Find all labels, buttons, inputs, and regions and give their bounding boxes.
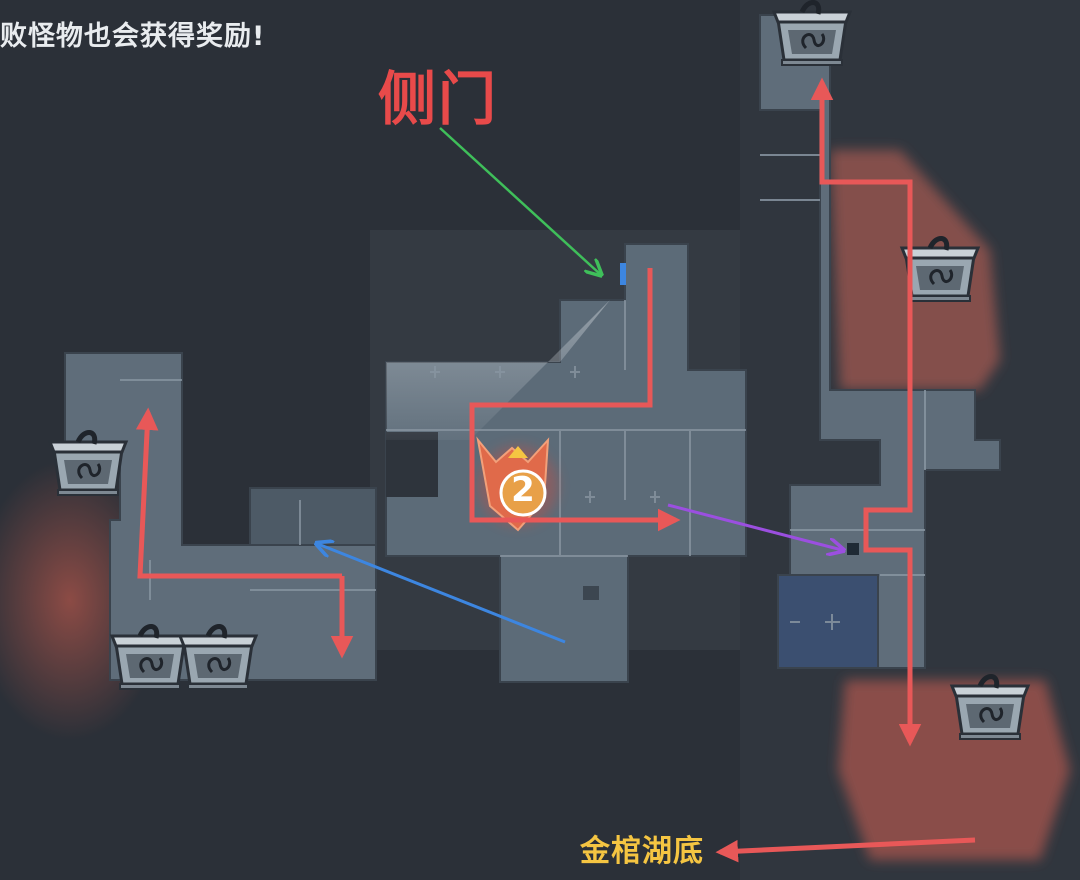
route-left-up: [135, 407, 342, 579]
side-door-pointer-arrow: [439, 127, 600, 274]
left-building: [64, 352, 377, 681]
center-building: [385, 243, 747, 683]
treasure-chest-icon[interactable]: [952, 676, 1028, 739]
route-to-lake: [715, 837, 976, 863]
treasure-chest-icon[interactable]: [902, 238, 978, 301]
purple-pointer-arrow: [667, 503, 842, 550]
floor-hatch: [847, 543, 859, 555]
lake-bottom-label: 金棺湖底: [580, 834, 704, 869]
right-building-walls: [760, 154, 926, 630]
side-door-label: 侧门: [378, 65, 499, 133]
hint-text: 败怪物也会获得奖励!: [0, 21, 266, 52]
treasure-chest-icon[interactable]: [50, 432, 126, 495]
route-center: [469, 268, 681, 532]
center-building-walls: [386, 300, 746, 557]
floor-hatch: [583, 586, 599, 600]
route-right: [810, 77, 913, 740]
route-paths: [135, 77, 976, 863]
treasure-chest-icon[interactable]: [112, 626, 188, 689]
treasure-chest-icon[interactable]: [774, 2, 850, 65]
player-marker-icon: [476, 436, 558, 532]
player-number: 2: [511, 470, 535, 510]
treasure-chest-icon[interactable]: [180, 626, 256, 689]
side-door-marker: [620, 263, 626, 285]
blue-pointer-arrow: [318, 544, 566, 644]
left-building-walls: [120, 379, 376, 600]
